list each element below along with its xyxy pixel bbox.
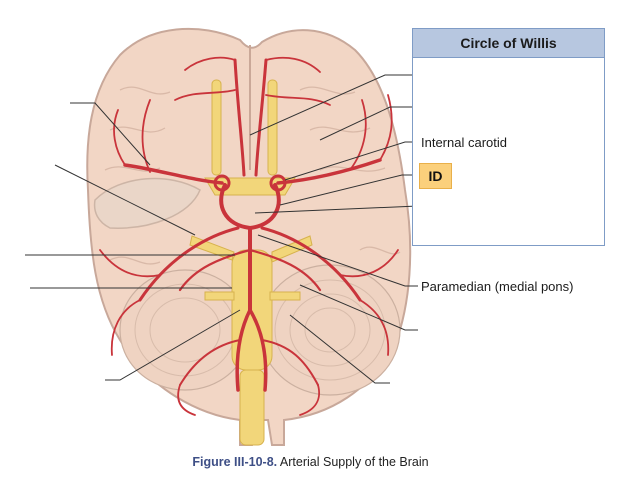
leader-right-1	[249, 74, 418, 136]
inferior-cerebellar-left	[179, 339, 241, 386]
inferior-cerebellar-right	[261, 339, 319, 386]
leader-right-5	[299, 284, 418, 331]
figure-number: Figure III-10-8.	[192, 455, 278, 469]
anterior-cerebral-left	[233, 58, 246, 177]
label-paramedian: Paramedian (medial pons)	[421, 279, 574, 294]
arteries	[99, 56, 399, 416]
leader-left-5	[105, 309, 241, 381]
cerebellar-artery-left	[178, 248, 252, 292]
leader-right-6	[289, 314, 390, 384]
leader-right-2	[319, 106, 418, 141]
nerve-left-2	[204, 291, 235, 301]
circle-of-willis-box: Circle of Willis	[412, 28, 605, 246]
circle-of-willis-title: Circle of Willis	[413, 29, 604, 58]
anterior-cerebral-right	[254, 58, 268, 177]
temporal-lobe-shade	[93, 177, 201, 229]
posterior-cerebral-right	[260, 226, 362, 302]
posterior-cerebral-left	[138, 226, 240, 302]
olfactory-tract-right	[267, 79, 278, 176]
figure-caption: Figure III-10-8. Arterial Supply of the …	[0, 455, 621, 469]
leader-right-4	[254, 205, 419, 214]
spinal-cord	[239, 369, 265, 446]
vertebral-left	[235, 308, 252, 392]
middle-cerebral-right	[276, 158, 382, 185]
cortical-branches	[99, 56, 399, 416]
leader-left-1	[70, 102, 151, 166]
optic-chiasm	[204, 177, 296, 196]
olfactory-tract-left	[211, 79, 222, 176]
leader-paramedian	[257, 234, 418, 287]
cerebellar-artery-right	[248, 248, 322, 292]
id-tag: ID	[419, 163, 452, 189]
leader-left-2	[54, 164, 196, 236]
label-internal-carotid: Internal carotid	[421, 135, 507, 150]
middle-cerebral-left	[123, 163, 224, 185]
nerve-right-2	[269, 291, 301, 301]
figure-title: Arterial Supply of the Brain	[279, 455, 429, 469]
vertebral-right	[248, 308, 268, 392]
